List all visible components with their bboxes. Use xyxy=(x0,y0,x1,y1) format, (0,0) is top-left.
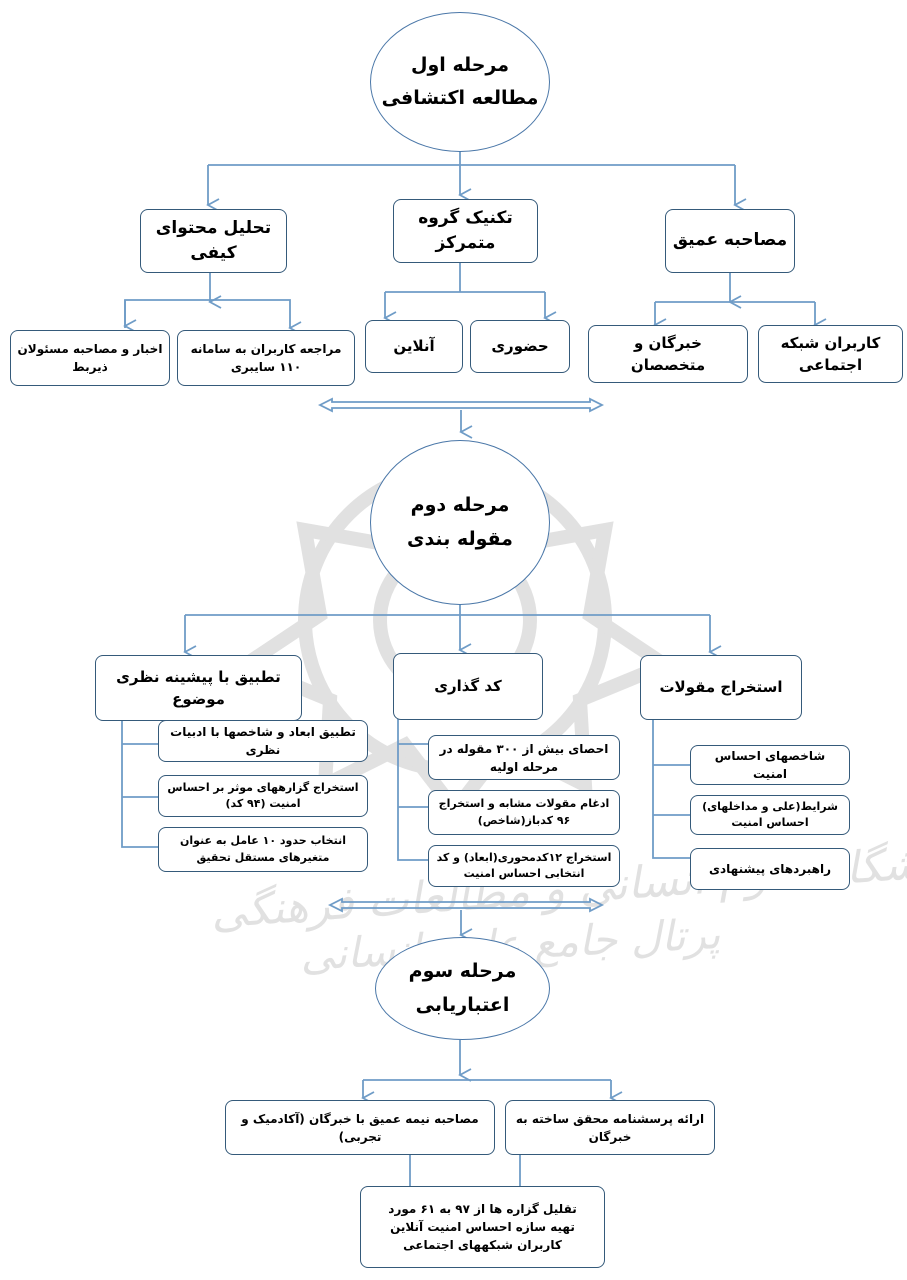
extract-item-3: راهبردهای پیشنهادی xyxy=(690,848,850,890)
stage1-title: مرحله اول xyxy=(411,53,509,76)
coding-item-1: احصای بیش از ۳۰۰ مقوله در مرحله اولیه xyxy=(428,735,620,780)
stage3-oval: مرحله سوم اعتباریابی xyxy=(375,937,550,1040)
box-questionnaire: ارائه پرسشنامه محقق ساخته به خبرگان xyxy=(505,1100,715,1155)
stage2-oval: مرحله دوم مقوله بندی xyxy=(370,440,550,605)
box-extract-categories: استخراج مقولات xyxy=(640,655,802,720)
final-line-2: تهیه سازه احساس امنیت آنلاین کاربران شبک… xyxy=(390,1220,575,1252)
stage2-subtitle: مقوله بندی xyxy=(407,527,513,550)
box-social-users: کاربران شبکه اجتماعی xyxy=(758,325,903,383)
final-line-1: تقلیل گزاره ها از ۹۷ به ۶۱ مورد xyxy=(388,1202,577,1216)
box-news-interviews: اخبار و مصاحبه مسئولان ذیربط xyxy=(10,330,170,386)
stage3-title: مرحله سوم xyxy=(408,960,517,983)
stage1-subtitle: مطالعه اکتشافی xyxy=(381,87,539,109)
box-focus-group: تکنیک گروه متمرکز xyxy=(393,199,538,263)
adapt-item-2: استخراج گزارههای موثر بر احساس امنیت (۹۴… xyxy=(158,775,368,817)
box-in-person: حضوری xyxy=(470,320,570,373)
extract-item-1: شاخصهای احساس امنیت xyxy=(690,745,850,785)
adapt-item-3: انتخاب حدود ۱۰ عامل به عنوان متغیرهای مس… xyxy=(158,827,368,872)
stage1-oval: مرحله اول مطالعه اکتشافی xyxy=(370,12,550,152)
adapt-item-1: تطبیق ابعاد و شاخصها با ادبیات نظری xyxy=(158,720,368,762)
box-experts: خبرگان و متخصصان xyxy=(588,325,748,383)
box-cyber-110: مراجعه کاربران به سامانه ۱۱۰ سایبری xyxy=(177,330,355,386)
stage2-title: مرحله دوم xyxy=(410,494,510,517)
box-adapt-literature: تطبیق با پیشینه نظری موضوع xyxy=(95,655,302,721)
box-in-depth-interview: مصاحبه عمیق xyxy=(665,209,795,273)
box-coding: کد گذاری xyxy=(393,653,543,720)
coding-item-3: استخراج ۱۲کدمحوری(ابعاد) و کد انتخابی اح… xyxy=(428,845,620,887)
stage3-subtitle: اعتباریابی xyxy=(415,993,510,1016)
box-semi-structured-interview: مصاحبه نیمه عمیق با خبرگان (آکادمیک و تج… xyxy=(225,1100,495,1155)
box-final-result: تقلیل گزاره ها از ۹۷ به ۶۱ مورد تهیه ساز… xyxy=(360,1186,605,1268)
box-online: آنلاین xyxy=(365,320,463,373)
coding-item-2: ادغام مقولات مشابه و استخراج ۹۶ کدباز(شا… xyxy=(428,790,620,835)
box-content-analysis: تحلیل محتوای کیفی xyxy=(140,209,287,273)
extract-item-2: شرایط(علی و مداخلهای) احساس امنیت xyxy=(690,795,850,835)
